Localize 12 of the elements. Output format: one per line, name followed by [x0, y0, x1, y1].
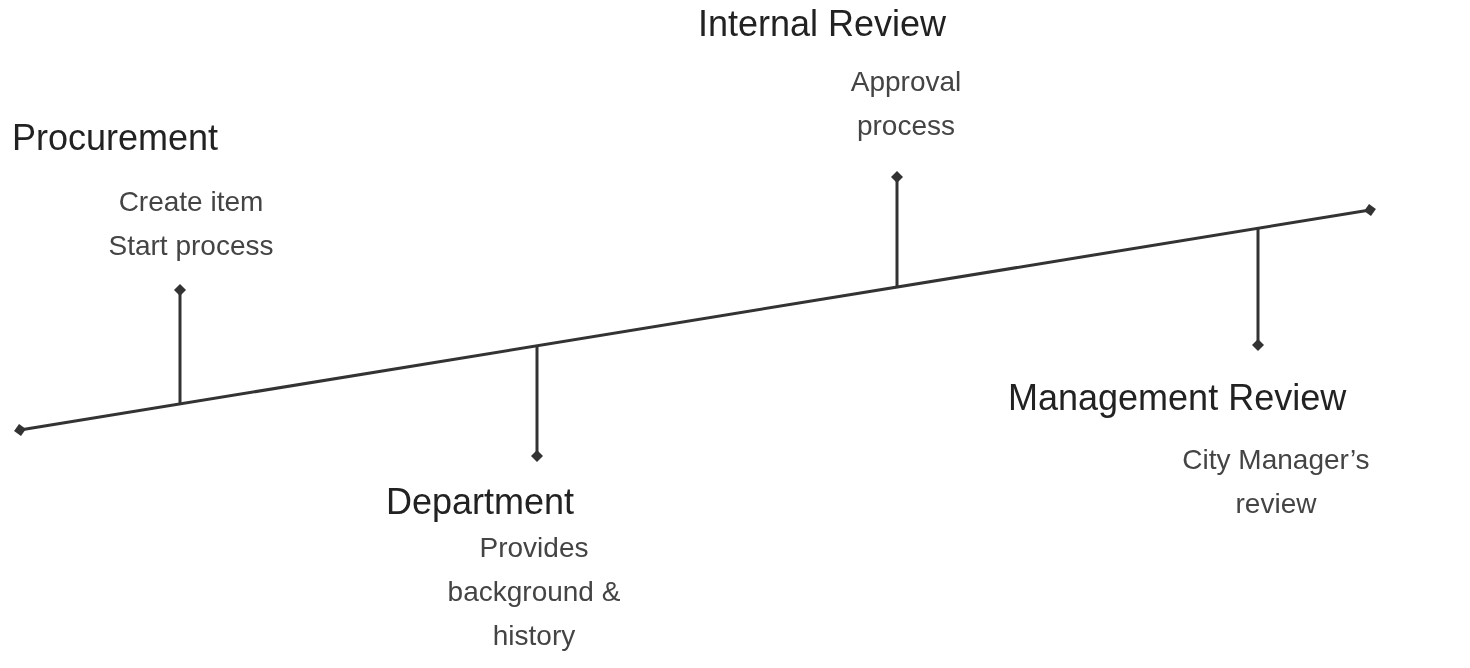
event-heading: Procurement: [12, 116, 219, 160]
timeline-stem: [174, 284, 186, 404]
event-description: Provides background & history: [446, 531, 622, 653]
event-heading: Department: [386, 480, 575, 524]
event-description: Create item Start process: [107, 185, 275, 263]
event-description: Approval process: [849, 65, 963, 143]
timeline-stem: [1252, 228, 1264, 351]
timeline-stem: [531, 345, 543, 462]
event-description: City Manager’s review: [1181, 443, 1371, 521]
event-heading: Management Review: [1008, 376, 1347, 420]
event-heading: Internal Review: [698, 2, 947, 46]
timeline-stem: [891, 171, 903, 288]
